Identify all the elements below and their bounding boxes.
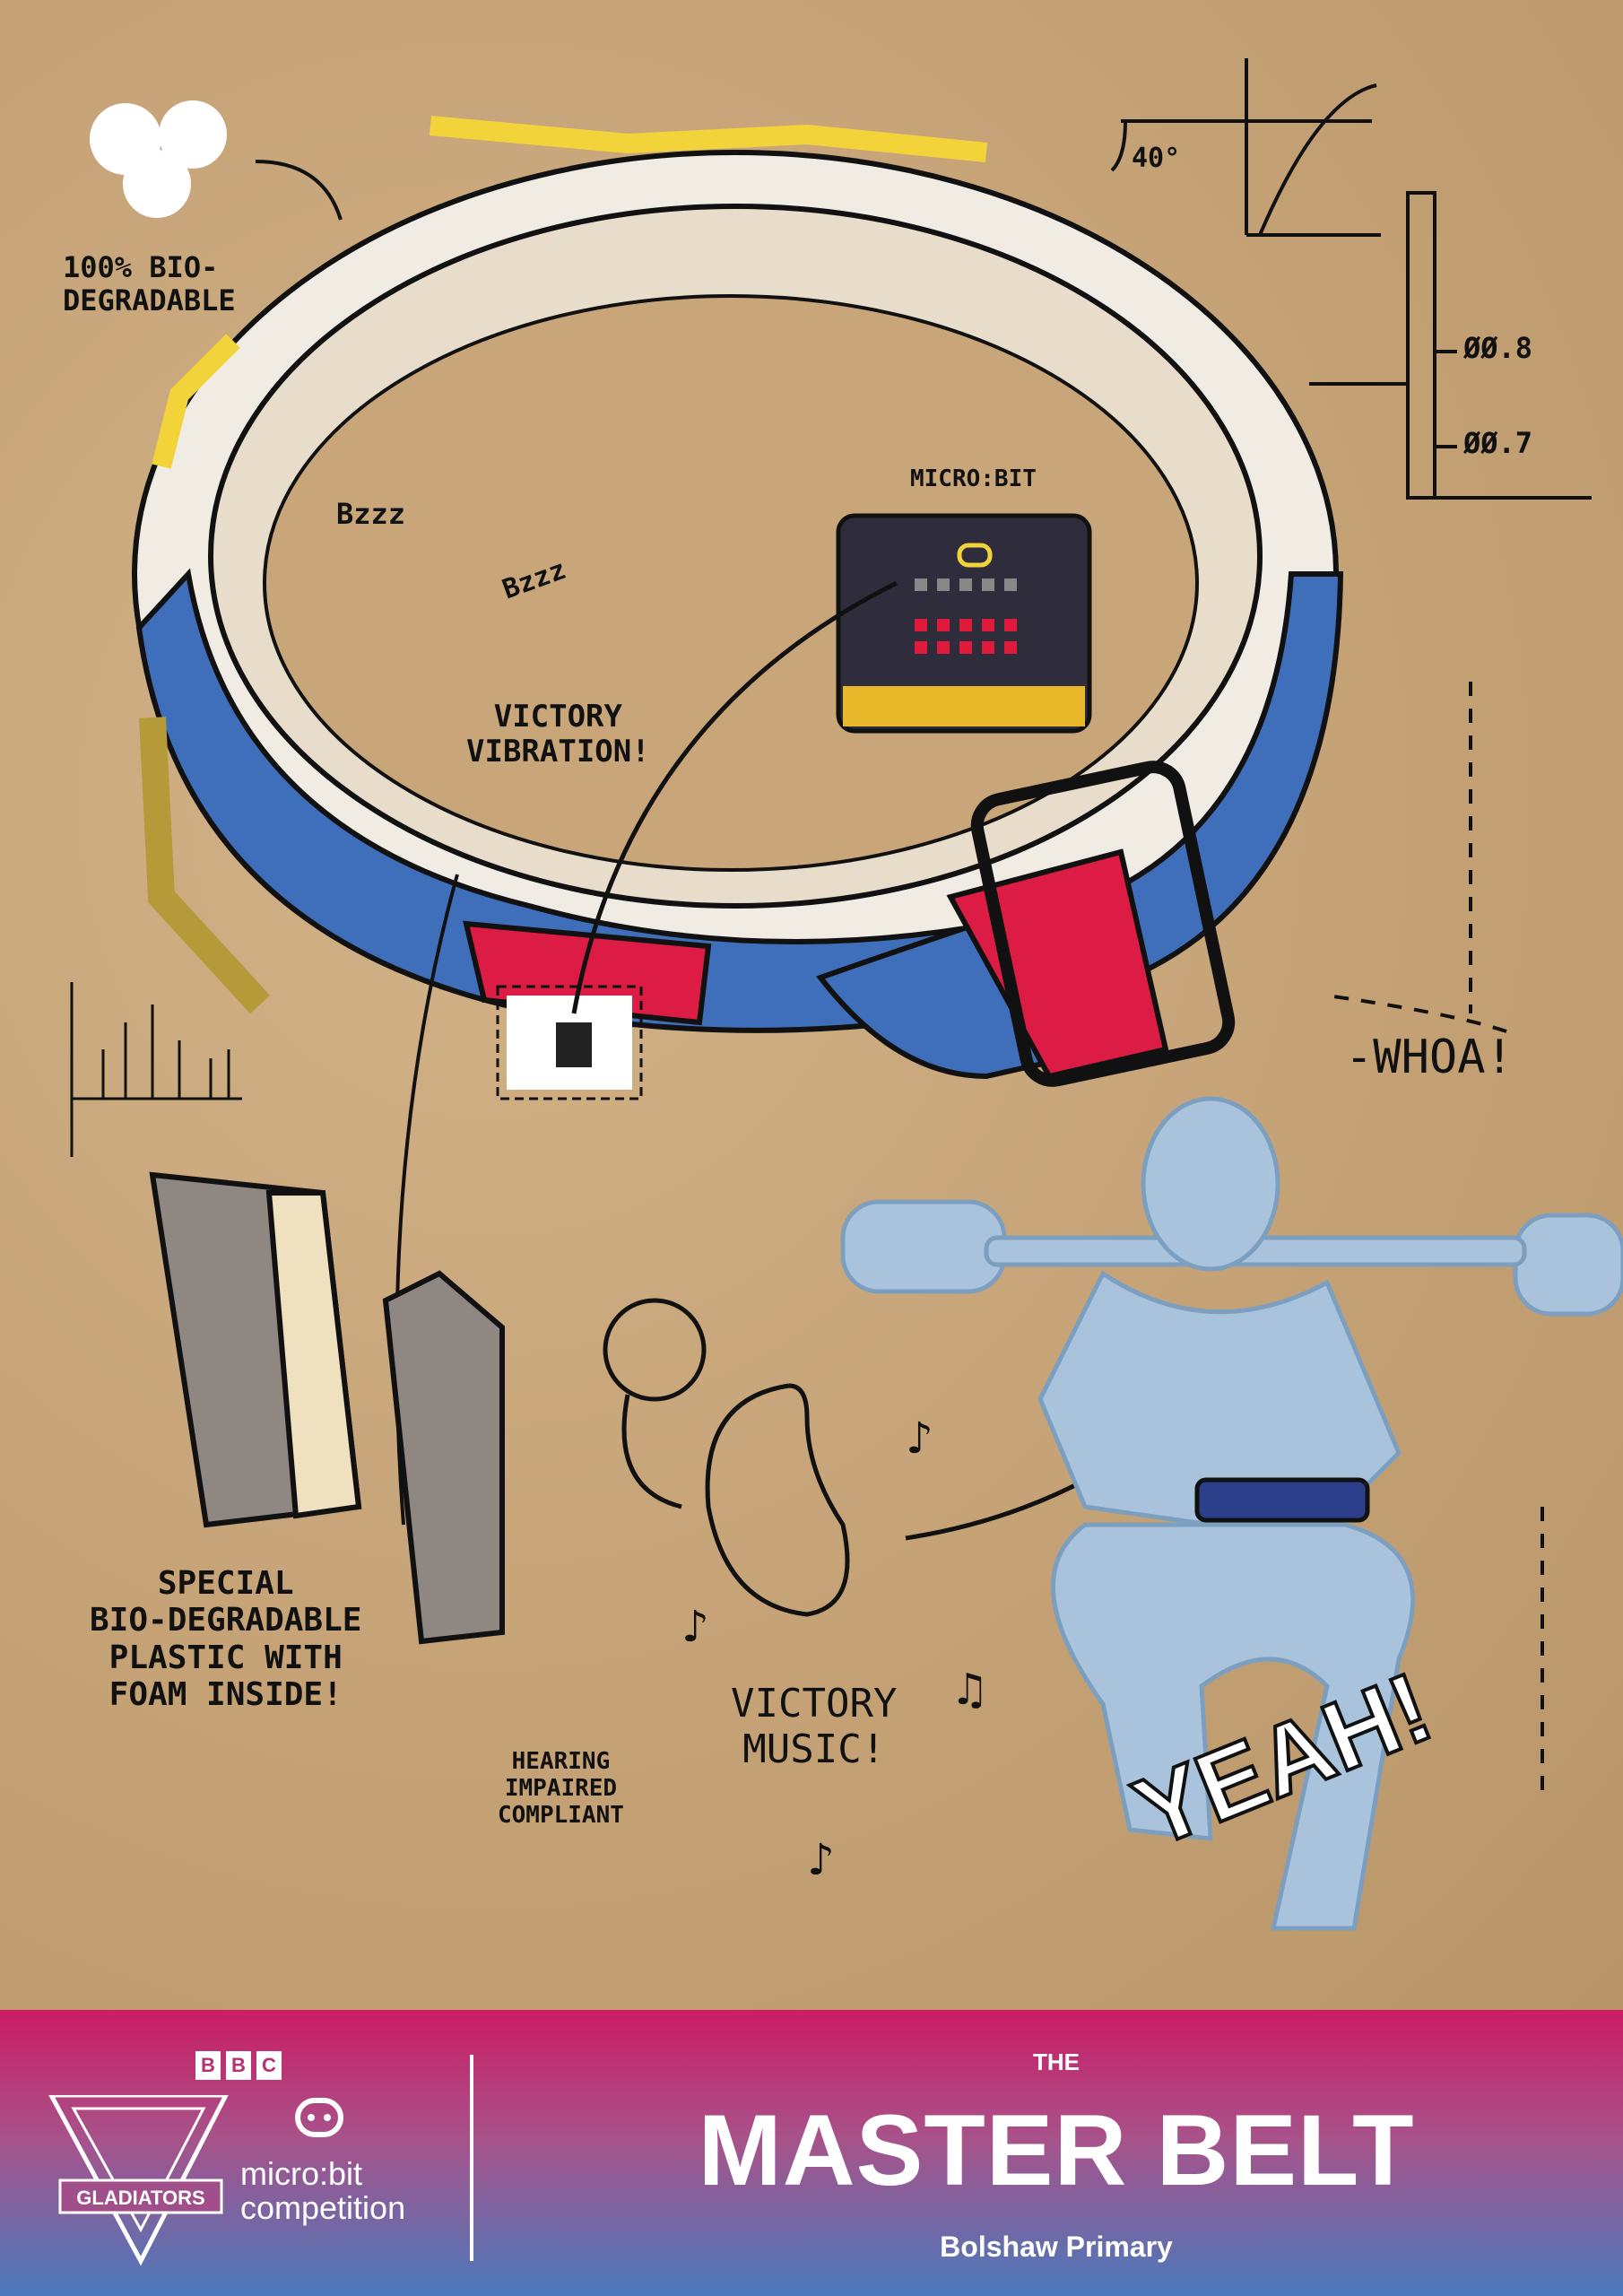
microbit-board-icon bbox=[836, 513, 1092, 734]
school-name: Bolshaw Primary bbox=[940, 2231, 1173, 2263]
competition-word: competition bbox=[240, 2189, 406, 2226]
footer-divider bbox=[470, 2055, 473, 2261]
svg-text:♪: ♪ bbox=[906, 1413, 933, 1464]
gladiators-logo-icon: GLADIATORS bbox=[48, 2095, 229, 2266]
gauge-high-label: ØØ.8 bbox=[1463, 331, 1533, 365]
victory-vibration-label: VICTORY VIBRATION! bbox=[466, 699, 650, 770]
arrow-icon bbox=[571, 580, 898, 1014]
bbc-letter: B bbox=[195, 2051, 221, 2080]
svg-text:♪: ♪ bbox=[807, 1835, 835, 1885]
microbit-word: micro:bit bbox=[240, 2155, 363, 2192]
poster-title: MASTER BELT bbox=[698, 2094, 1415, 2206]
bbc-letter: C bbox=[256, 2051, 282, 2080]
special-plastic-label: SPECIAL BIO-DEGRADABLE PLASTIC WITH FOAM… bbox=[90, 1565, 362, 1714]
svg-text:♪: ♪ bbox=[681, 1602, 709, 1652]
foam-plastic-blocks bbox=[149, 1171, 505, 1645]
sketch-chart-top-right bbox=[1110, 58, 1592, 500]
gauge-low-label: ØØ.7 bbox=[1463, 426, 1533, 460]
hearing-impaired-label: HEARING IMPAIRED COMPLIANT bbox=[498, 1748, 624, 1829]
sketch-bar-chart-left bbox=[70, 982, 242, 1157]
footer-banner: B B C GLADIATORS micro:bit competition T… bbox=[0, 2010, 1623, 2296]
microbit-label: MICRO:BIT bbox=[910, 465, 1037, 492]
music-note-icon: ♪ ♪ ♫ ♪ bbox=[681, 1413, 989, 1885]
title-prefix: THE bbox=[1033, 2048, 1080, 2075]
angle-label: 40° bbox=[1132, 143, 1181, 174]
svg-text:♫: ♫ bbox=[950, 1665, 989, 1715]
arrow-icon bbox=[255, 160, 343, 221]
master-belt bbox=[132, 116, 1344, 1100]
victory-music-label: VICTORY MUSIC! bbox=[731, 1681, 898, 1772]
microbit-competition-wordmark: micro:bit competition bbox=[240, 2157, 405, 2225]
biodegradable-leaf-icon bbox=[90, 100, 227, 218]
bzzz-label: Bzzz bbox=[336, 497, 406, 531]
bbc-logo: B B C bbox=[195, 2051, 282, 2080]
svg-text:GLADIATORS: GLADIATORS bbox=[76, 2187, 204, 2209]
bbc-letter: B bbox=[226, 2051, 251, 2080]
biodegradable-label: 100% BIO- DEGRADABLE bbox=[63, 250, 236, 317]
microbit-logo-icon bbox=[295, 2098, 343, 2137]
gladiator-weightlifter-figure bbox=[840, 1096, 1623, 1931]
belt-illustration: ♪ ♪ ♫ ♪ bbox=[70, 58, 1623, 1931]
whoa-label: -WHOA! bbox=[1345, 1031, 1514, 1084]
